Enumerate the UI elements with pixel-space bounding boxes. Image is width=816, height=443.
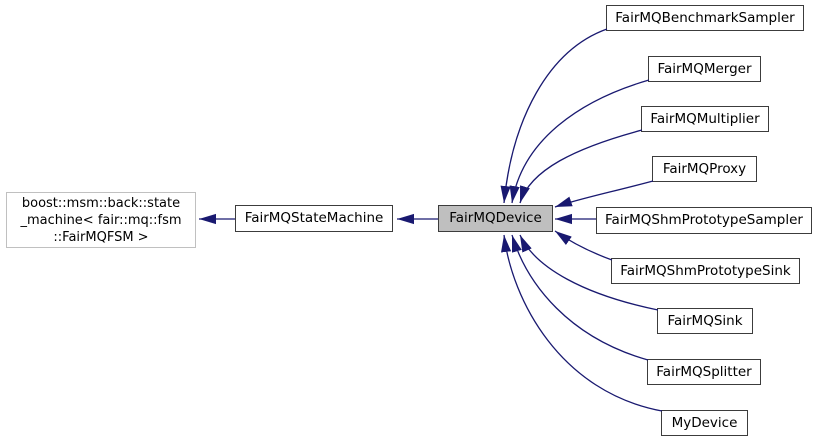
arrow-multiplier-to-device: [519, 129, 643, 204]
class-node-fairmqsplitter[interactable]: FairMQSplitter: [647, 359, 761, 385]
class-node-fairmqproxy[interactable]: FairMQProxy: [652, 156, 757, 182]
class-node-fairmqmultiplier[interactable]: FairMQMultiplier: [641, 106, 769, 132]
class-node-mydevice[interactable]: MyDevice: [661, 410, 748, 436]
class-node-fairmqbenchmarksampler[interactable]: FairMQBenchmarkSampler: [606, 5, 804, 31]
class-node-fairmqdevice: FairMQDevice: [438, 205, 553, 232]
class-node-fairmqshmprototypesink[interactable]: FairMQShmPrototypeSink: [611, 258, 800, 284]
arrow-shmprototypesink-to-device: [554, 230, 613, 261]
class-node-fairmqsink[interactable]: FairMQSink: [657, 308, 753, 334]
arrow-proxy-to-device: [554, 180, 654, 208]
class-node-fairmqshmprototypesampler[interactable]: FairMQShmPrototypeSampler: [596, 207, 812, 234]
arrow-benchmarksampler-to-device: [500, 28, 608, 204]
class-node-boost-msm-state-machine: boost::msm::back::state _machine< fair::…: [6, 192, 196, 248]
arrow-merger-to-device: [509, 79, 650, 204]
class-node-fairmqmerger[interactable]: FairMQMerger: [648, 56, 761, 82]
class-node-fairmqstatemachine[interactable]: FairMQStateMachine: [235, 205, 393, 232]
arrow-splitter-to-device: [511, 234, 649, 361]
